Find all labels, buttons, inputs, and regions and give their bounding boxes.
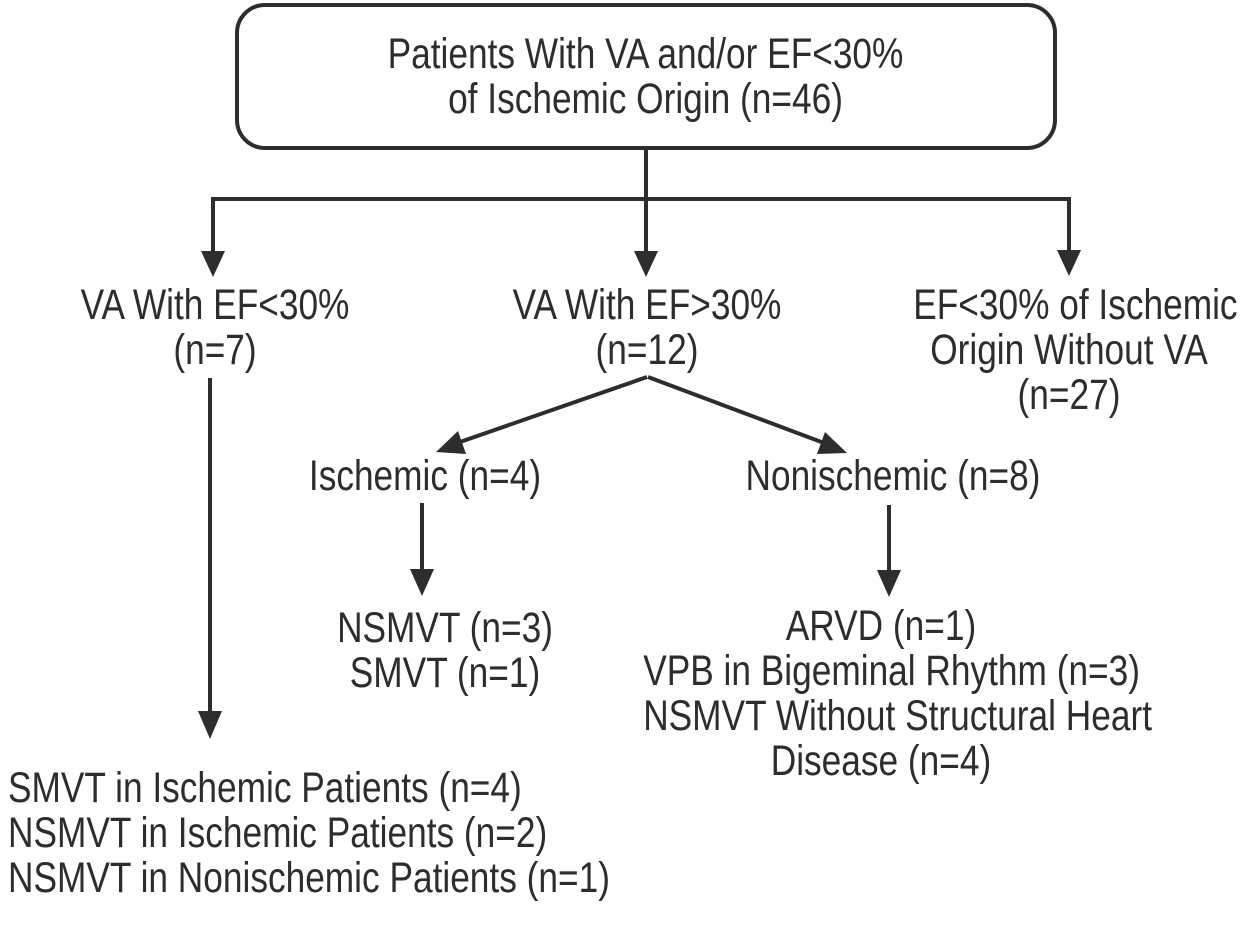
node-root: Patients With VA and/or EF<30% of Ischem… xyxy=(235,3,1057,150)
arrowhead-right-branch xyxy=(1057,250,1081,276)
nonischemic-outcome-line-1: ARVD (n=1) xyxy=(785,602,977,650)
branch-middle-line-1: VA With EF>30% xyxy=(512,281,782,329)
connector-root-to-branches xyxy=(201,146,1081,277)
nonischemic-label: Nonischemic (n=8) xyxy=(745,452,1041,500)
connector-left-branch-to-outcomes xyxy=(198,378,222,739)
branch-middle-line-2: (n=12) xyxy=(595,326,699,374)
ischemic-label: Ischemic (n=4) xyxy=(308,452,542,500)
node-nonischemic: Nonischemic (n=8) xyxy=(745,452,1041,500)
node-nonischemic-outcomes: ARVD (n=1) VPB in Bigeminal Rhythm (n=3)… xyxy=(643,602,1153,785)
branch-right-line-1: EF<30% of Ischemic xyxy=(913,281,1238,329)
connector-middle-split xyxy=(436,375,847,454)
root-line-1: Patients With VA and/or EF<30% xyxy=(388,29,904,78)
node-va-ef-under-30: VA With EF<30% (n=7) xyxy=(72,283,359,373)
node-ischemic-outcomes: NSMVT (n=3) SMVT (n=1) xyxy=(302,606,589,696)
arrowhead-ischemic xyxy=(436,431,466,454)
left-outcome-line-3: NSMVT in Nonischemic Patients (n=1) xyxy=(8,854,610,902)
node-ischemic: Ischemic (n=4) xyxy=(282,454,569,499)
ischemic-outcome-line-2: SMVT (n=1) xyxy=(349,649,541,697)
arrowhead-left-branch xyxy=(201,251,225,277)
arrowhead-left-outcomes xyxy=(198,711,222,739)
nonischemic-outcome-line-2: VPB in Bigeminal Rhythm (n=3) xyxy=(643,647,1140,695)
left-outcome-line-1: SMVT in Ischemic Patients (n=4) xyxy=(8,764,522,812)
left-outcome-line-2: NSMVT in Ischemic Patients (n=2) xyxy=(8,809,548,857)
node-left-branch-outcomes: SMVT in Ischemic Patients (n=4) NSMVT in… xyxy=(8,764,610,902)
arrowhead-middle-branch xyxy=(634,251,658,277)
arrowhead-nonischemic-outcomes xyxy=(877,570,901,597)
nonischemic-outcome-line-3: NSMVT Without Structural Heart xyxy=(643,692,1153,740)
nonischemic-outcome-line-4: Disease (n=4) xyxy=(770,737,992,785)
connector-nonischemic-to-outcomes xyxy=(877,505,901,597)
node-va-ef-over-30: VA With EF>30% (n=12) xyxy=(504,283,791,373)
branch-left-line-2: (n=7) xyxy=(173,326,257,374)
connector-ischemic-to-outcomes xyxy=(410,503,434,596)
root-line-2: of Ischemic Origin (n=46) xyxy=(448,74,844,123)
node-ef-under-30-without-va: EF<30% of Ischemic Origin Without VA (n=… xyxy=(913,281,1238,419)
arrowhead-ischemic-outcomes xyxy=(410,569,434,596)
ischemic-outcome-line-1: NSMVT (n=3) xyxy=(337,604,553,652)
branch-left-line-1: VA With EF<30% xyxy=(80,281,350,329)
arrowhead-nonischemic xyxy=(817,432,847,454)
branch-right-line-3: (n=27) xyxy=(1017,371,1121,419)
branch-right-line-2: Origin Without VA xyxy=(930,326,1208,374)
